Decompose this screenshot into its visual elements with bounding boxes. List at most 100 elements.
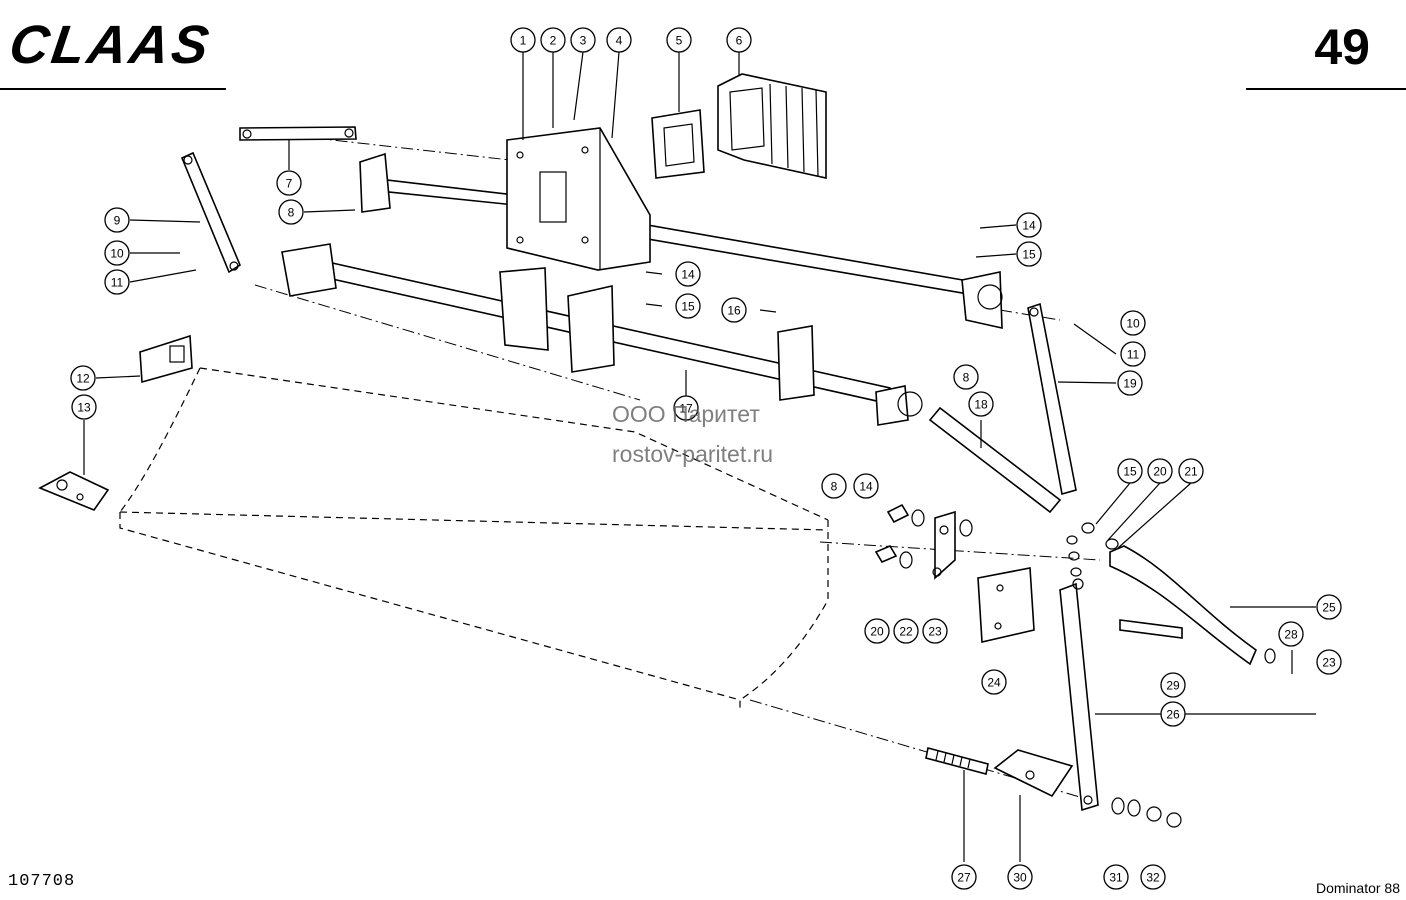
callout-20: 20 (864, 618, 890, 644)
callout-23: 23 (922, 618, 948, 644)
callout-label: 24 (987, 676, 1001, 690)
callout-label: 23 (1322, 656, 1336, 670)
callout-label: 2 (550, 34, 557, 48)
part-31-plate (993, 749, 1074, 798)
callout-8: 8 (953, 364, 979, 390)
callout-20: 20 (1147, 458, 1173, 484)
callout-leaders (83, 51, 1316, 862)
callout-29: 29 (1160, 672, 1186, 698)
callout-14: 14 (1016, 212, 1042, 238)
callout-label: 25 (1322, 601, 1336, 615)
callout-label: 27 (957, 871, 971, 885)
part-27-lever (1059, 578, 1099, 812)
callout-label: 20 (1153, 465, 1167, 479)
callout-label: 13 (77, 401, 91, 415)
callout-label: 3 (580, 34, 587, 48)
callout-26: 26 (1160, 701, 1186, 727)
callout-18: 18 (968, 391, 994, 417)
model-name: Dominator 88 (1315, 880, 1400, 896)
callout-label: 7 (286, 177, 293, 191)
callout-label: 31 (1109, 871, 1123, 885)
page-number: 49 (1314, 19, 1370, 75)
callout-13: 13 (71, 394, 97, 420)
callout-23: 23 (1316, 649, 1342, 675)
part-6-bellows (717, 73, 827, 179)
callout-label: 15 (1123, 465, 1137, 479)
callout-label: 10 (1126, 317, 1140, 331)
header-rule-right (1246, 88, 1406, 90)
drawing-number: 107708 (8, 872, 76, 891)
callout-11: 11 (1120, 341, 1146, 367)
callout-label: 18 (974, 398, 988, 412)
callout-label: 19 (1123, 377, 1137, 391)
callout-21: 21 (1178, 458, 1204, 484)
callout-14: 14 (853, 473, 879, 499)
callout-25: 25 (1316, 594, 1342, 620)
callout-30: 30 (1007, 864, 1033, 890)
callout-label: 14 (1022, 219, 1036, 233)
callout-17: 17 (673, 395, 699, 421)
callout-label: 11 (1127, 348, 1140, 362)
callout-label: 8 (831, 480, 838, 494)
callout-label: 8 (288, 206, 295, 220)
callout-label: 28 (1284, 628, 1298, 642)
callout-label: 15 (681, 300, 695, 314)
part-29-pin (1264, 648, 1293, 674)
callout-label: 6 (736, 34, 743, 48)
header-rule-left (0, 88, 226, 90)
cover-phantom (119, 367, 829, 712)
callout-3: 3 (570, 27, 596, 53)
callout-24: 24 (981, 669, 1007, 695)
callout-label: 29 (1166, 679, 1180, 693)
part-13-bracket (38, 471, 110, 511)
part-1-gearbox-plate (506, 127, 651, 271)
callout-28: 28 (1278, 621, 1304, 647)
callout-8: 8 (821, 473, 847, 499)
callout-label: 16 (727, 304, 741, 318)
callout-label: 23 (928, 625, 942, 639)
parts-22-25 (874, 503, 1035, 643)
callout-label: 32 (1146, 871, 1160, 885)
callout-label: 10 (110, 247, 124, 261)
callout-1: 1 (510, 27, 536, 53)
part-9-lever (180, 151, 241, 274)
part-5-gasket (651, 109, 705, 179)
callout-10: 10 (104, 240, 130, 266)
callout-label: 1 (520, 34, 527, 48)
callout-label: 9 (114, 214, 121, 228)
callout-6: 6 (726, 27, 752, 53)
callout-32: 32 (1140, 864, 1166, 890)
parts-32-33 (1111, 797, 1182, 828)
part-28-arm (1109, 545, 1257, 666)
callout-5: 5 (666, 27, 692, 53)
callout-27: 27 (951, 864, 977, 890)
part-30-stud (925, 747, 989, 775)
part-7-link (239, 126, 357, 141)
callout-8: 8 (278, 199, 304, 225)
part-12-plate (139, 334, 193, 384)
callout-label: 8 (963, 371, 970, 385)
callout-label: 22 (899, 625, 913, 639)
callout-15: 15 (1016, 241, 1042, 267)
callout-22: 22 (893, 618, 919, 644)
upper-shaft (359, 152, 1003, 330)
part-19-lever (1027, 302, 1077, 496)
callout-label: 4 (616, 34, 623, 48)
watermark-site: rostov-paritet.ru (612, 441, 774, 467)
callout-label: 20 (870, 625, 884, 639)
callout-4: 4 (606, 27, 632, 53)
callout-31: 31 (1103, 864, 1129, 890)
callout-label: 15 (1022, 248, 1036, 262)
callout-9: 9 (104, 207, 130, 233)
callout-10: 10 (1120, 310, 1146, 336)
callout-12: 12 (70, 365, 96, 391)
callout-14: 14 (675, 261, 701, 287)
washers-20-21 (1066, 522, 1119, 577)
callout-label: 14 (859, 480, 873, 494)
callout-label: 26 (1166, 708, 1180, 722)
lower-shaft (281, 243, 923, 426)
callout-15: 15 (1117, 458, 1143, 484)
callout-label: 14 (681, 268, 695, 282)
callout-label: 5 (676, 34, 683, 48)
